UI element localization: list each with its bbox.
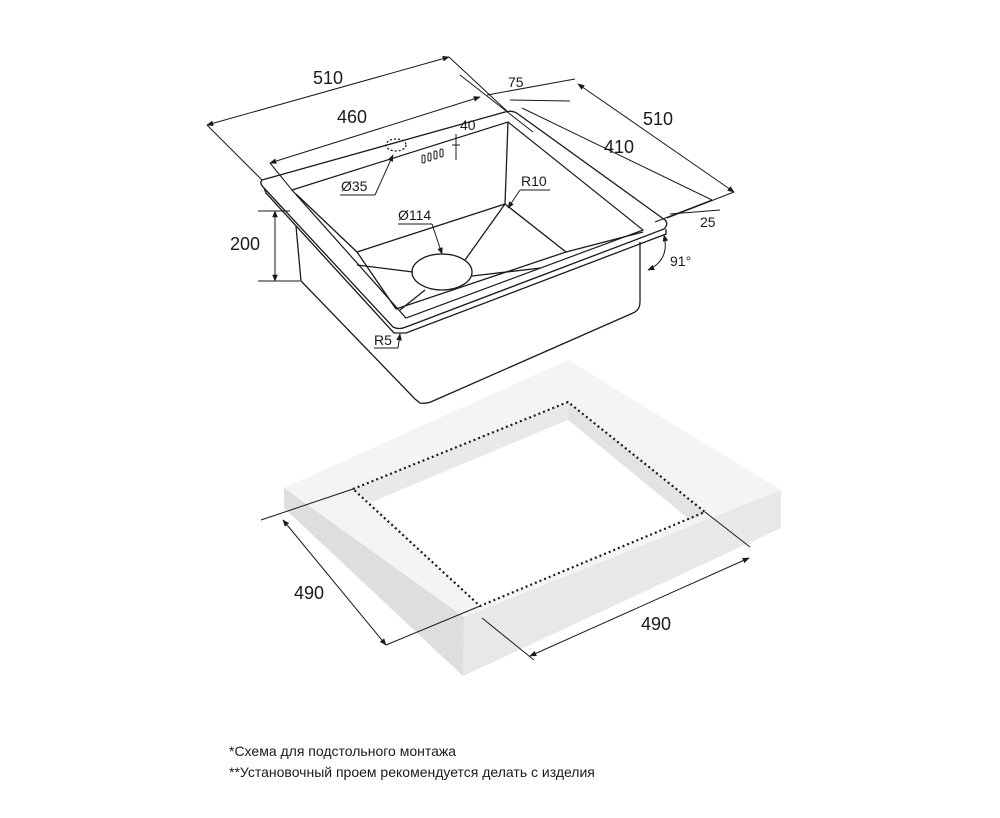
ext-line bbox=[704, 511, 751, 548]
ext-line bbox=[654, 199, 713, 223]
sink-flange-edge bbox=[263, 187, 667, 334]
ext-line bbox=[459, 74, 534, 133]
cutout-inner-wall-back bbox=[353, 402, 568, 502]
drain-slope-line bbox=[356, 264, 414, 273]
drain-slope-line bbox=[471, 267, 542, 277]
label-rim-25: 25 bbox=[700, 214, 716, 230]
label-offset-40: 40 bbox=[460, 117, 476, 133]
sink-inner-edge-left bbox=[295, 193, 358, 253]
ext-line bbox=[448, 56, 509, 113]
leader-r10 bbox=[507, 189, 521, 209]
sink-bowl-outer-wall bbox=[295, 225, 641, 404]
ext-line bbox=[260, 488, 354, 521]
leader-tap-hole bbox=[374, 154, 394, 196]
countertop-slab bbox=[284, 360, 781, 676]
label-cutout-left: 490 bbox=[294, 583, 324, 603]
overflow-icon bbox=[421, 148, 444, 164]
footnote-mounting: *Схема для подстольного монтажа bbox=[229, 743, 457, 759]
sink-bowl-bottom bbox=[355, 203, 568, 310]
ext-line bbox=[206, 124, 263, 181]
ext-line bbox=[509, 99, 571, 102]
label-wall-angle: 91° bbox=[670, 253, 691, 269]
ext-line bbox=[385, 605, 481, 646]
drain-slope-line bbox=[464, 203, 506, 261]
footnotes: *Схема для подстольного монтажа **Устано… bbox=[229, 741, 595, 783]
label-radius-corner: R10 bbox=[521, 173, 547, 189]
sink-inner-edge-right bbox=[565, 231, 644, 253]
label-tap-hole: Ø35 bbox=[341, 178, 368, 194]
label-radius-edge: R5 bbox=[374, 332, 392, 348]
dim-line-width-inner bbox=[269, 96, 481, 164]
dim-line-width-outer bbox=[206, 56, 450, 126]
label-depth-inner: 410 bbox=[604, 137, 634, 157]
label-width-outer: 510 bbox=[313, 68, 343, 88]
drain-slope-line bbox=[399, 289, 426, 311]
cutout-opening bbox=[372, 420, 690, 606]
label-width-inner: 460 bbox=[337, 107, 367, 127]
label-offset-75: 75 bbox=[508, 74, 524, 90]
ext-line bbox=[269, 162, 293, 191]
label-cutout-right: 490 bbox=[641, 614, 671, 634]
sink-bowl-opening bbox=[290, 121, 645, 319]
cutout-inner-wall-side bbox=[568, 402, 705, 520]
angle-arc bbox=[647, 234, 669, 271]
ext-line bbox=[481, 617, 535, 661]
label-bowl-depth: 200 bbox=[230, 234, 260, 254]
dim-line-offset-75 bbox=[486, 78, 576, 96]
dim-line-depth-outer bbox=[577, 83, 735, 193]
sink-inner-edge-back bbox=[504, 121, 509, 205]
dim-line-depth-inner bbox=[521, 107, 713, 201]
footnote-cutout: **Установочный проем рекомендуется делат… bbox=[229, 764, 595, 780]
label-depth-outer: 510 bbox=[643, 109, 673, 129]
sink-flange-outer bbox=[260, 110, 668, 330]
label-drain: Ø114 bbox=[398, 207, 431, 223]
sink-drain bbox=[411, 253, 473, 291]
dim-line-cutout-right bbox=[529, 557, 750, 657]
leader-r5 bbox=[396, 333, 402, 349]
leader-drain bbox=[431, 223, 443, 255]
dim-line-cutout-left bbox=[282, 519, 387, 646]
dim-line-rim-25 bbox=[669, 209, 721, 215]
